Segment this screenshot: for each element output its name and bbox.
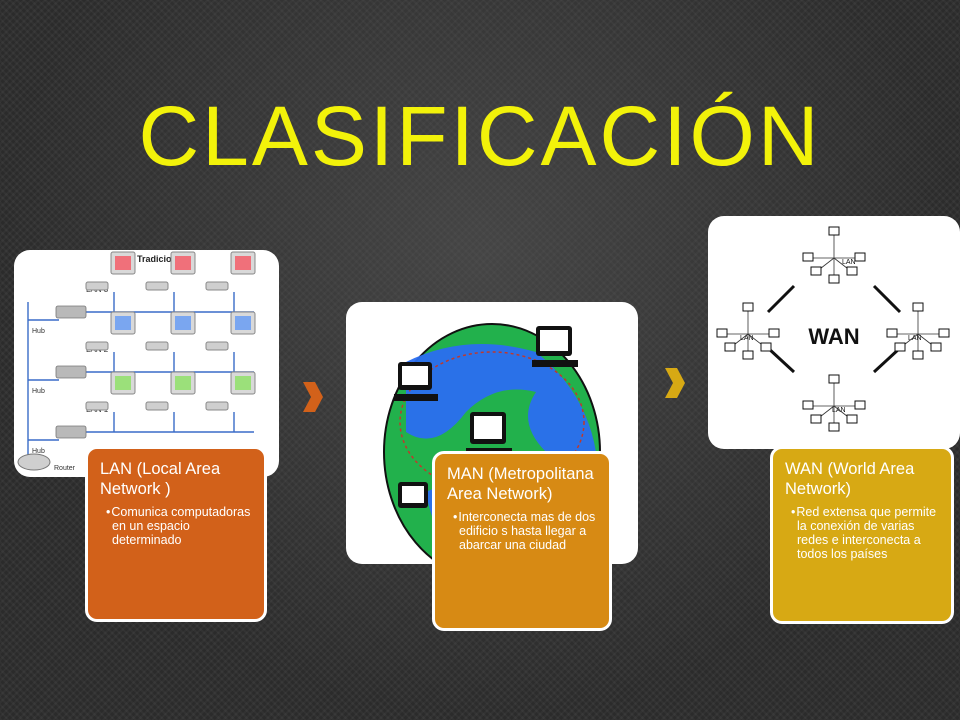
- computer-icon: [85, 311, 136, 351]
- computer-icon: [205, 251, 256, 291]
- lan-diagram-image: LAN Tradicional LAN 3 LAN 2 LAN 1 Hub Hu…: [14, 250, 279, 477]
- lan-diagram: LAN Tradicional LAN 3 LAN 2 LAN 1 Hub Hu…: [17, 251, 256, 472]
- lan-bullet: Comunica computadoras en un espacio dete…: [100, 505, 252, 547]
- router-label: Router: [54, 465, 76, 472]
- computer-icon: [724, 342, 736, 352]
- wan-center-label: WAN: [808, 324, 859, 349]
- computer-icon: [828, 422, 840, 432]
- man-heading: MAN (Metropolitana Area Network): [447, 465, 594, 503]
- wan-clusters: [716, 226, 950, 432]
- lan-card: LAN (Local Area Network ) Comunica compu…: [85, 446, 267, 622]
- man-bullet: Interconecta mas de dos edificio s hasta…: [447, 510, 597, 552]
- computer-icon: [742, 350, 754, 360]
- computer-icon: [828, 274, 840, 284]
- wan-diagram-image: WAN LAN LAN LAN LAN: [708, 216, 960, 449]
- computer-icon: [828, 226, 840, 236]
- lan-heading: LAN (Local Area Network ): [100, 460, 221, 498]
- lan-node-label-left: LAN: [740, 335, 754, 342]
- lan-diagram-caption: LAN Tradicional: [116, 254, 185, 264]
- computer-icon: [802, 252, 814, 262]
- computer-icon: [85, 251, 136, 291]
- computer-icon: [930, 342, 942, 352]
- computer-icon: [846, 266, 858, 276]
- chevron-right-icon: [665, 368, 685, 398]
- computer-icon: [85, 371, 136, 411]
- computer-icon: [716, 328, 728, 338]
- lan-node-label-bottom: LAN: [832, 407, 846, 414]
- computer-icon: [894, 342, 906, 352]
- chevron-right-icon: [303, 382, 323, 412]
- computer-icon: [145, 251, 196, 291]
- computer-icon: [760, 342, 772, 352]
- hub-icon: [55, 305, 87, 319]
- computer-icon: [205, 311, 256, 351]
- computer-icon: [912, 302, 924, 312]
- computer-icon: [145, 311, 196, 351]
- wan-heading: WAN (World Area Network): [785, 460, 915, 498]
- hub-icon: [55, 365, 87, 379]
- hub-1-label: Hub: [32, 448, 45, 455]
- hub-3-label: Hub: [32, 328, 45, 335]
- computer-icon: [205, 371, 256, 411]
- hub-icon: [55, 425, 87, 439]
- computer-icon: [802, 400, 814, 410]
- computer-icon: [912, 350, 924, 360]
- wan-diagram: WAN LAN LAN LAN LAN: [716, 226, 950, 432]
- computer-icon: [810, 414, 822, 424]
- computer-icon: [846, 414, 858, 424]
- man-card: MAN (Metropolitana Area Network) Interco…: [432, 451, 612, 631]
- computer-icon: [938, 328, 950, 338]
- computer-icon: [810, 266, 822, 276]
- hub-2-label: Hub: [32, 388, 45, 395]
- lan-node-label-top: LAN: [842, 259, 856, 266]
- lan-computers: [85, 251, 256, 411]
- computer-icon: [145, 371, 196, 411]
- wan-card: WAN (World Area Network) Red extensa que…: [770, 446, 954, 624]
- computer-icon: [768, 328, 780, 338]
- wan-bullet: Red extensa que permite la conexión de v…: [785, 505, 939, 561]
- slide-title: CLASIFICACIÓN: [138, 89, 822, 183]
- computer-icon: [854, 400, 866, 410]
- computer-icon: [742, 302, 754, 312]
- computer-icon: [828, 374, 840, 384]
- computer-icon: [854, 252, 866, 262]
- computer-icon: [886, 328, 898, 338]
- router-icon: [17, 453, 51, 471]
- lan-node-label-right: LAN: [908, 335, 922, 342]
